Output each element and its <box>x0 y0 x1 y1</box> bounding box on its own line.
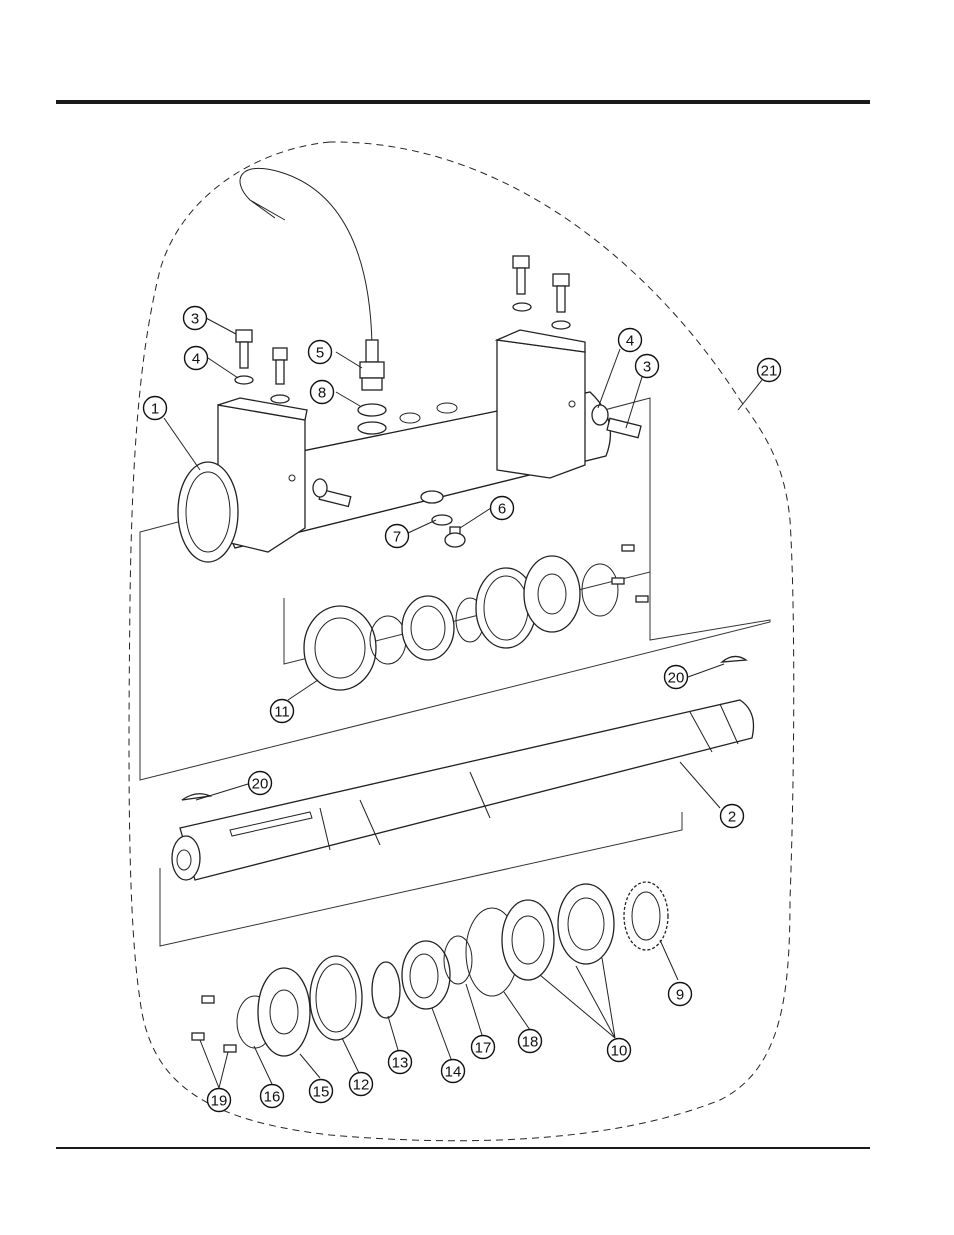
callout-20-lower: 20 <box>249 772 272 795</box>
callout-13: 13 <box>389 1051 412 1074</box>
svg-text:8: 8 <box>318 385 326 402</box>
svg-text:6: 6 <box>498 501 506 518</box>
callout-1: 1 <box>144 397 167 420</box>
top-rule <box>56 100 870 104</box>
svg-text:18: 18 <box>522 1034 539 1051</box>
svg-text:7: 7 <box>393 529 401 546</box>
svg-text:3: 3 <box>643 359 651 376</box>
callout-3-right: 3 <box>636 355 659 378</box>
bottom-rule <box>56 1147 870 1149</box>
svg-text:17: 17 <box>475 1040 492 1057</box>
svg-text:9: 9 <box>676 987 684 1004</box>
svg-text:13: 13 <box>392 1055 409 1072</box>
svg-text:4: 4 <box>626 333 634 350</box>
bearing-stack-upper <box>304 545 648 690</box>
callout-10: 10 <box>608 1039 631 1062</box>
bearing-stack-lower <box>192 882 668 1056</box>
svg-text:4: 4 <box>192 351 200 368</box>
callout-9: 9 <box>669 983 692 1006</box>
svg-text:12: 12 <box>353 1077 370 1094</box>
callout-17: 17 <box>472 1036 495 1059</box>
sensor-washer <box>358 404 386 416</box>
svg-text:16: 16 <box>264 1089 281 1106</box>
svg-text:15: 15 <box>313 1084 330 1101</box>
shaft <box>172 656 754 880</box>
sensor-wire <box>240 168 372 345</box>
callout-20-upper: 20 <box>665 666 688 689</box>
callout-7: 7 <box>386 525 409 548</box>
callout-15: 15 <box>310 1080 333 1103</box>
svg-text:5: 5 <box>316 345 324 362</box>
svg-text:10: 10 <box>611 1043 628 1060</box>
svg-text:1: 1 <box>151 401 159 418</box>
callout-12: 12 <box>350 1073 373 1096</box>
svg-text:19: 19 <box>211 1093 228 1110</box>
callout-11: 11 <box>271 700 294 723</box>
callout-8: 8 <box>311 381 334 404</box>
svg-text:11: 11 <box>274 704 290 721</box>
callout-6: 6 <box>491 497 514 520</box>
callout-19: 19 <box>208 1089 231 1112</box>
callout-18: 18 <box>519 1030 542 1053</box>
callout-14: 14 <box>442 1060 465 1083</box>
svg-text:20: 20 <box>668 670 685 687</box>
callout-16: 16 <box>261 1085 284 1108</box>
sensor-part <box>360 340 384 390</box>
svg-text:2: 2 <box>728 809 736 826</box>
callout-2: 2 <box>721 805 744 828</box>
svg-text:20: 20 <box>252 776 269 793</box>
svg-text:21: 21 <box>761 363 778 380</box>
callout-3-left: 3 <box>184 307 207 330</box>
callout-4-right: 4 <box>619 329 642 352</box>
svg-text:3: 3 <box>191 311 199 328</box>
callout-4-left: 4 <box>185 347 208 370</box>
svg-text:14: 14 <box>445 1064 462 1081</box>
callout-5: 5 <box>309 341 332 364</box>
callout-21: 21 <box>758 359 781 382</box>
plug-and-seal <box>421 491 465 547</box>
